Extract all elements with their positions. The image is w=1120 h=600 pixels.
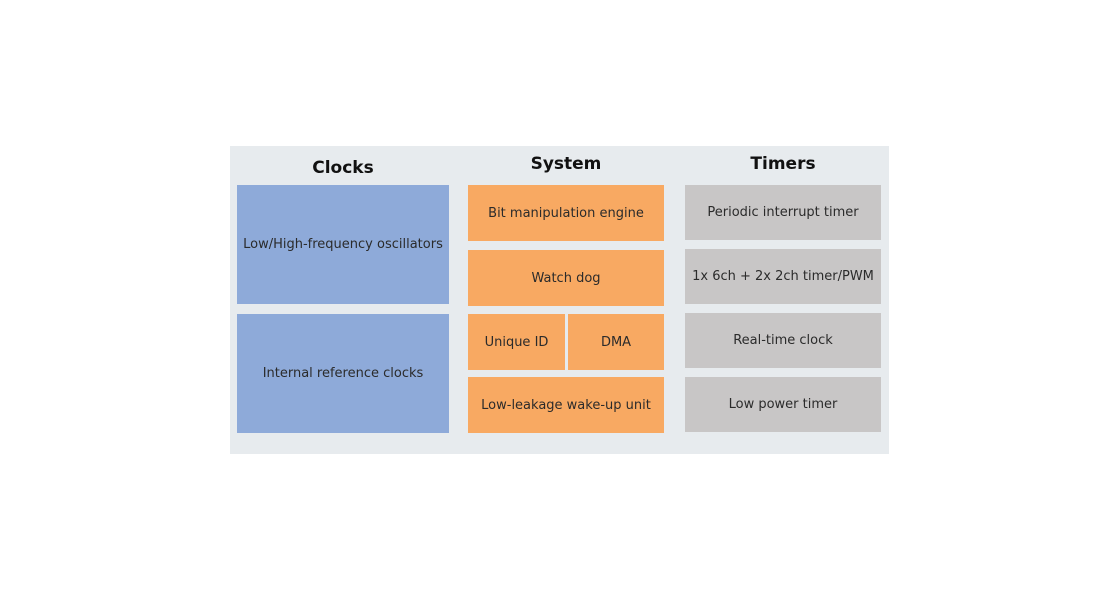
system-block-wake-up-unit: Low-leakage wake-up unit bbox=[468, 377, 664, 433]
system-block-watch-dog: Watch dog bbox=[468, 250, 664, 306]
clocks-block-internal-reference: Internal reference clocks bbox=[237, 314, 449, 433]
system-block-bit-manipulation: Bit manipulation engine bbox=[468, 185, 664, 241]
timers-block-periodic-interrupt: Periodic interrupt timer bbox=[685, 185, 881, 240]
system-block-unique-id: Unique ID bbox=[468, 314, 565, 370]
timers-block-low-power: Low power timer bbox=[685, 377, 881, 432]
system-block-dma: DMA bbox=[568, 314, 664, 370]
clocks-title: Clocks bbox=[312, 158, 374, 178]
system-title: System bbox=[530, 154, 602, 174]
timers-title: Timers bbox=[750, 154, 816, 174]
clocks-block-oscillators: Low/High-frequency oscillators bbox=[237, 185, 449, 304]
timers-block-real-time-clock: Real-time clock bbox=[685, 313, 881, 368]
timers-block-pwm: 1x 6ch + 2x 2ch timer/PWM bbox=[685, 249, 881, 304]
